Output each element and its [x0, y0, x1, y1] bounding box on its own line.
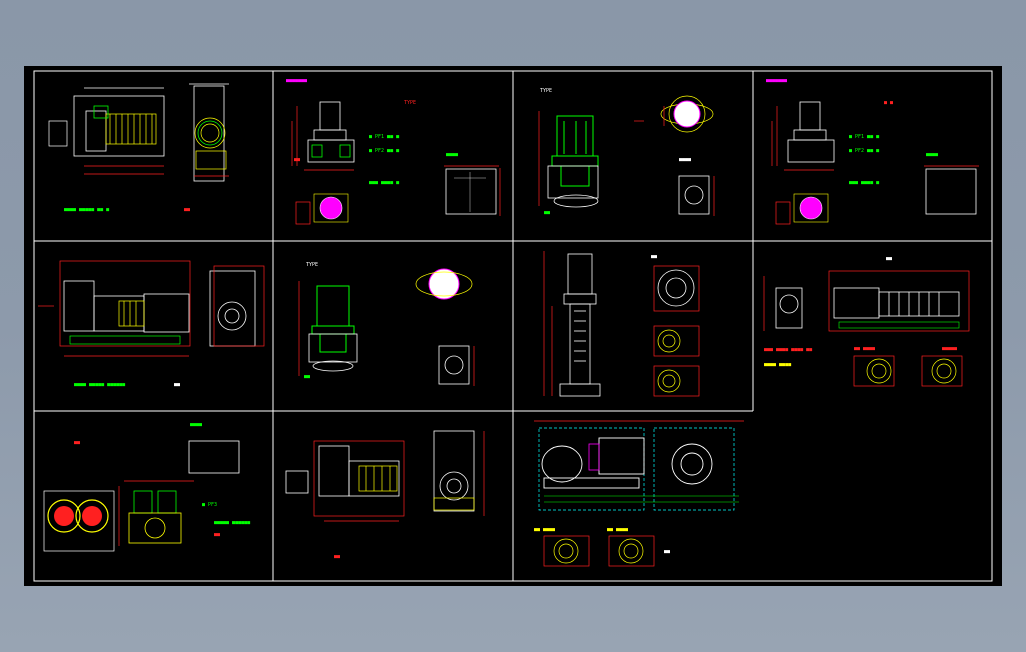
drawing-cell-6: TYPE ■■: [298, 262, 475, 386]
drawing-cell-2: ■■■■■■■ TYPE ■ PF1 ■■ ■ ■ PF2 ■■ ■ ■■■ ■…: [286, 78, 501, 225]
svg-text:■■■■: ■■■■: [926, 152, 938, 158]
svg-text:■■■■■ ■■■■■■: ■■■■■ ■■■■■■: [214, 520, 250, 526]
svg-text:■■■ ■■■■ ■: ■■■ ■■■■ ■: [849, 180, 879, 186]
svg-text:■■ ■■■■: ■■ ■■■■: [607, 527, 628, 533]
drawing-cell-9: ■■ ■■■■ ■ PF3 ■■■■■ ■■■■■■ ■■: [43, 422, 250, 552]
drawing-cell-5: ■■■■ ■■■■■ ■■■■■■ ■■: [38, 260, 265, 388]
type-label-3: TYPE: [306, 262, 318, 268]
svg-text:■■ ■■■■: ■■ ■■■■: [854, 346, 875, 352]
svg-text:■ PF2 ■■ ■: ■ PF2 ■■ ■: [849, 148, 879, 154]
svg-text:■■: ■■: [304, 374, 310, 380]
drawing-cell-11: ■■ ■■■■ ■■ ■■■■ ■■: [534, 420, 744, 567]
svg-text:■■■ ■■■■ ■: ■■■ ■■■■ ■: [369, 180, 399, 186]
svg-text:■■■■ ■■■■■ ■■ ■: ■■■■ ■■■■■ ■■ ■: [64, 207, 109, 213]
drawing-cell-10: ■■: [285, 430, 485, 560]
cad-drawing: ■■■■ ■■■■■ ■■ ■ ■■ ■■■■■■■ TYPE ■ PF1: [33, 70, 993, 582]
svg-text:■■ ■■■■: ■■ ■■■■: [534, 527, 555, 533]
type-label-1: TYPE: [404, 100, 416, 106]
svg-text:■■■■: ■■■■: [446, 152, 458, 158]
svg-text:■ PF1 ■■ ■: ■ PF1 ■■ ■: [849, 134, 879, 140]
svg-text:■■: ■■: [886, 256, 892, 262]
svg-text:■■: ■■: [664, 549, 670, 555]
svg-text:■■: ■■: [184, 207, 190, 213]
svg-text:■■■■■: ■■■■■: [942, 346, 957, 352]
svg-text:■■: ■■: [544, 210, 550, 216]
drawing-cell-3: TYPE ■■ ■■■■: [538, 88, 715, 216]
svg-text:■■■ ■■■■ ■■■■ ■■: ■■■ ■■■■ ■■■■ ■■: [764, 347, 812, 353]
drawing-cell-7: ■■: [543, 251, 700, 397]
svg-text:■■■■■■■: ■■■■■■■: [766, 78, 787, 84]
svg-text:■■■■: ■■■■: [190, 422, 202, 428]
svg-text:■■■■ ■■■■■ ■■■■■■: ■■■■ ■■■■■ ■■■■■■: [74, 382, 125, 388]
svg-text:■■: ■■: [651, 254, 657, 260]
svg-text:■ PF2 ■■ ■: ■ PF2 ■■ ■: [369, 148, 399, 154]
svg-text:■■: ■■: [74, 440, 80, 446]
svg-text:■■: ■■: [334, 554, 340, 560]
svg-text:■■: ■■: [214, 532, 220, 538]
drawing-cell-8: ■■ ■■■ ■■■■ ■■■■ ■■ ■■■■ ■■■■ ■■ ■■■■ ■■…: [763, 256, 970, 387]
svg-text:■■■■: ■■■■: [679, 157, 691, 163]
drawing-cell-1: ■■■■ ■■■■■ ■■ ■ ■■: [48, 83, 229, 213]
svg-text:■ PF1 ■■ ■: ■ PF1 ■■ ■: [369, 134, 399, 140]
svg-text:■■: ■■: [174, 382, 180, 388]
cad-viewport[interactable]: ■■■■ ■■■■■ ■■ ■ ■■ ■■■■■■■ TYPE ■ PF1: [24, 66, 1002, 586]
type-label-2: TYPE: [540, 88, 552, 94]
svg-text:■ ■: ■ ■: [884, 100, 893, 106]
svg-text:■■■■ ■■■■: ■■■■ ■■■■: [764, 362, 791, 368]
svg-text:■■: ■■: [294, 157, 300, 163]
sheet-grid: [34, 71, 992, 581]
svg-text:■■■■■■■: ■■■■■■■: [286, 78, 307, 84]
drawing-cell-4: ■■■■■■■ ■ ■ ■ PF1 ■■ ■ ■ PF2 ■■ ■ ■■■ ■■…: [766, 78, 979, 225]
svg-text:■ PF3: ■ PF3: [202, 502, 217, 508]
